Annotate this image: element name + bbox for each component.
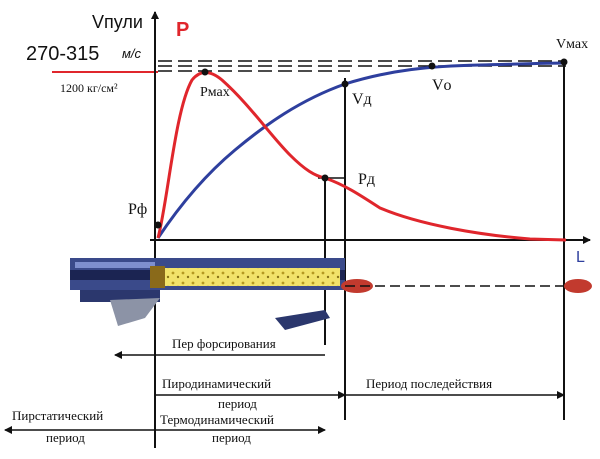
point-v-d — [341, 80, 349, 88]
point-p-d — [321, 174, 329, 182]
bullet-at-exit — [564, 279, 592, 293]
stock-piece — [110, 298, 160, 326]
label-p-max: Pмах — [200, 85, 230, 100]
point-p-max — [201, 68, 209, 76]
label-pyrodynamic-1: Пиродинамический — [162, 376, 271, 391]
label-pyrostatic-1: Пирстатический — [12, 408, 103, 423]
label-p-axis: P — [176, 19, 189, 41]
powder-charge — [165, 268, 340, 286]
chart-labels: Vпули P 270-315 м/с 1200 кг/см² Pмах Vд … — [26, 12, 588, 266]
label-p-f: Pф — [128, 201, 147, 218]
label-l-axis: L — [576, 249, 585, 266]
barrel-illustration — [70, 258, 592, 330]
pressure-curve — [156, 71, 567, 242]
label-aftereffect: Период последействия — [366, 376, 492, 391]
label-p-d: Pд — [358, 171, 375, 188]
cartridge-rim — [150, 266, 165, 288]
label-pyrostatic-2: период — [46, 430, 85, 445]
point-p-f — [154, 221, 162, 229]
label-v-o: Vо — [432, 77, 452, 94]
label-v-axis: Vпули — [92, 12, 143, 32]
label-forcing: Пер форсирования — [172, 336, 276, 351]
label-speed-unit: м/с — [122, 46, 142, 61]
label-v-d: Vд — [352, 91, 372, 108]
label-speed-range: 270-315 — [26, 43, 99, 65]
period-arrows — [4, 351, 565, 434]
point-v-o — [428, 62, 436, 70]
label-v-max: Vмах — [556, 37, 588, 52]
label-pressure-value: 1200 кг/см² — [60, 81, 118, 95]
curve-points — [154, 58, 568, 229]
dashed-reference-lines — [158, 60, 566, 72]
bullet-in-barrel — [341, 279, 373, 293]
label-pyrodynamic-2: период — [218, 396, 257, 411]
barrel-highlight — [75, 262, 155, 268]
label-thermodynamic-2: период — [212, 430, 251, 445]
period-labels: Пер форсирования Пиродинамический период… — [12, 336, 492, 445]
point-v-max — [560, 58, 568, 66]
piston-arm — [275, 310, 330, 330]
label-thermodynamic-1: Термодинамический — [160, 412, 274, 427]
